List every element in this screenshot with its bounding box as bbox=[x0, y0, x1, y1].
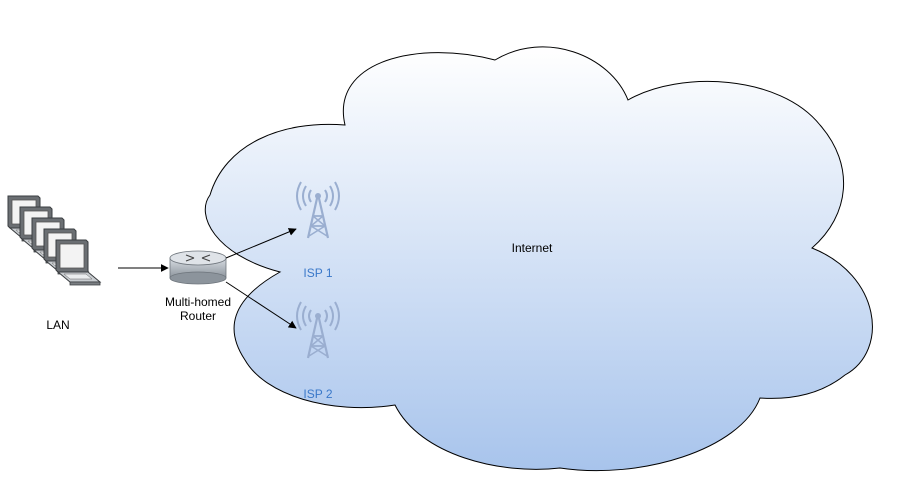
router-to-isp1-connector bbox=[225, 228, 297, 259]
router-to-isp2-connector bbox=[225, 281, 297, 329]
router-icon bbox=[169, 250, 227, 285]
laptop-stack-icon bbox=[7, 195, 101, 286]
isp2-label: ISP 2 bbox=[303, 387, 333, 401]
internet-label: Internet bbox=[511, 241, 553, 255]
lan-label: LAN bbox=[46, 318, 70, 332]
router-label: Multi-homed Router bbox=[164, 295, 232, 323]
isp1-label: ISP 1 bbox=[303, 266, 333, 280]
internet-cloud bbox=[204, 46, 873, 472]
